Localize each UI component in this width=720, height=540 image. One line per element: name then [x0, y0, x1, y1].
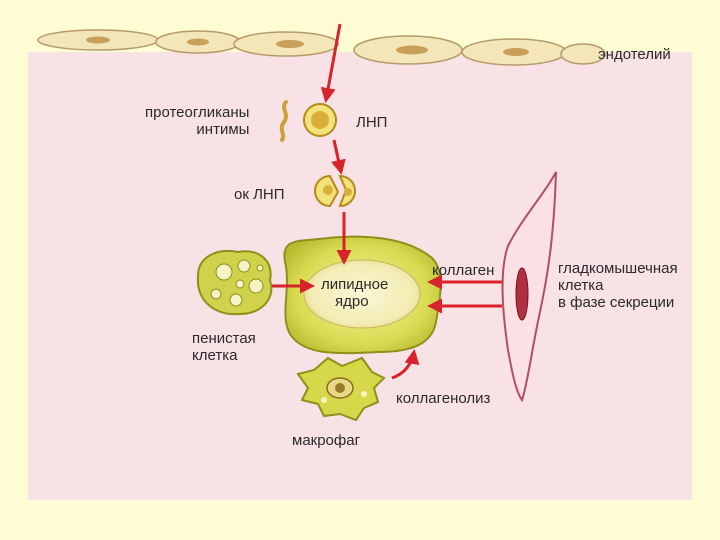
smooth-muscle-cell	[501, 171, 557, 403]
label-collagen: коллаген	[432, 262, 495, 279]
diagram-canvas	[28, 23, 692, 500]
foam-cell	[196, 250, 273, 316]
label-foam-cell: пенистая клетка	[192, 330, 256, 364]
label-lipid-core: липидное ядро	[321, 276, 389, 310]
arrow-ldl-to-oxldl	[331, 139, 346, 175]
ldl-particle	[303, 103, 337, 137]
macrophage	[296, 356, 386, 422]
label-proteoglycans: протеогликаны интимы	[145, 104, 250, 138]
lipid-core	[303, 259, 421, 329]
label-macrophage: макрофаг	[292, 432, 361, 449]
proteoglycan-strand	[279, 100, 288, 142]
label-smooth-muscle-cell: гладкомышечная клетка в фазе секреции	[558, 260, 678, 311]
label-collagenolysis: коллагенолиз	[396, 390, 491, 407]
arrow-collagenolysis	[391, 349, 420, 380]
label-ldl: ЛНП	[356, 114, 388, 131]
label-endothelium: эндотелий	[598, 46, 671, 63]
arrow-endothelium-to-ldl	[320, 23, 342, 103]
arrows	[272, 23, 502, 380]
ox-ldl-particle	[314, 174, 356, 208]
label-ox-ldl: ок ЛНП	[234, 186, 285, 203]
endothelium-layer	[37, 29, 606, 66]
